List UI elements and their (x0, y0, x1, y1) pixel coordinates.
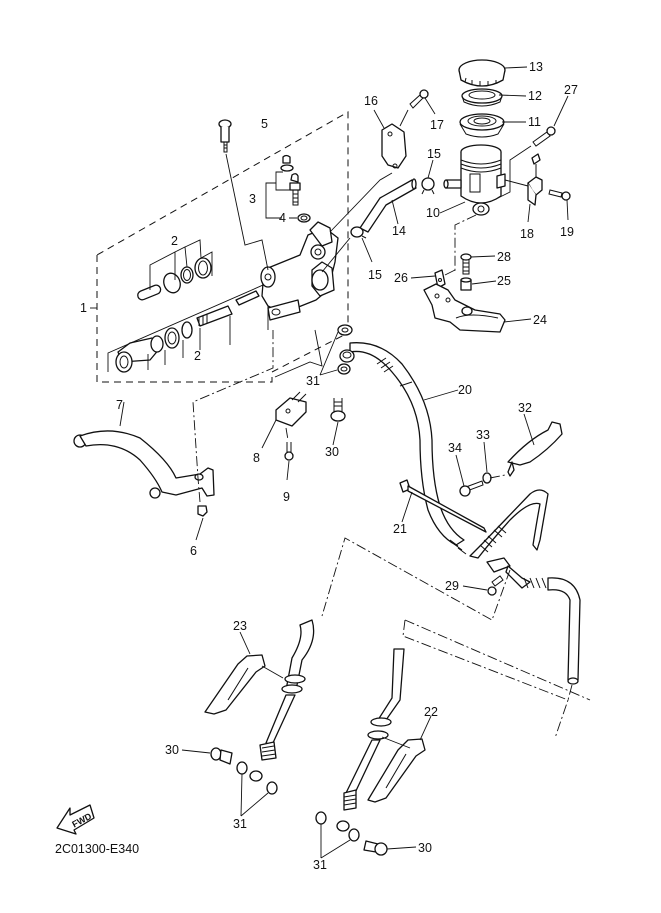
callout-33: 33 (476, 428, 490, 442)
lever (73, 401, 215, 499)
damper-plate (410, 269, 456, 289)
brake-hose-2 (469, 489, 581, 701)
reservoir (439, 144, 506, 272)
callout-32: 32 (518, 401, 532, 415)
master-cylinder-body (260, 221, 339, 321)
copper-washers-top (319, 324, 353, 376)
callout-15-lower: 15 (368, 268, 382, 282)
callout-34: 34 (448, 441, 462, 455)
brake-hose-1 (339, 342, 467, 555)
callout-3: 3 (249, 192, 256, 206)
nut (192, 330, 274, 541)
callout-19: 19 (560, 225, 574, 239)
callout-26: 26 (394, 271, 408, 285)
callout-1: 1 (80, 301, 87, 315)
assembly-boundary (96, 111, 349, 383)
holder-bolt-34 (455, 454, 506, 497)
callout-25: 25 (497, 274, 511, 288)
hose-holder (507, 413, 563, 477)
holder-bolt (399, 89, 436, 127)
callout-16: 16 (364, 94, 378, 108)
holder-washer (482, 441, 492, 484)
figure-code: 2C01300-E340 (55, 842, 139, 856)
piston-kit-upper (137, 239, 213, 301)
callout-23: 23 (233, 619, 247, 633)
callout-30-left: 30 (165, 743, 179, 757)
brake-hose-left (249, 619, 315, 782)
callout-13: 13 (529, 60, 543, 74)
switch (261, 329, 323, 449)
union-bolt-top (330, 398, 346, 446)
callout-29: 29 (445, 579, 459, 593)
copper-washers-right (315, 811, 360, 859)
routing-lines (321, 537, 591, 739)
reservoir-hose (359, 178, 417, 233)
callout-27: 27 (564, 83, 578, 97)
stay-bolt (497, 95, 569, 199)
callout-labels: 1 2 2 3 4 5 6 7 8 9 10 11 12 13 14 15 15… (80, 60, 578, 872)
callout-22: 22 (424, 705, 438, 719)
callout-18: 18 (520, 227, 534, 241)
union-bolt-left (181, 747, 233, 765)
callout-31-right: 31 (313, 858, 327, 872)
fwd-arrow-icon: FWD (56, 804, 95, 835)
reservoir-cap (458, 59, 528, 87)
callout-31-top: 31 (306, 374, 320, 388)
stay-screw (460, 253, 496, 275)
callout-2-lower: 2 (194, 349, 201, 363)
callout-2-upper: 2 (171, 234, 178, 248)
callout-28: 28 (497, 250, 511, 264)
reservoir-stay (423, 283, 532, 333)
hose-guide-right (367, 715, 432, 803)
union-bolt-right (363, 840, 417, 856)
copper-washers-left (236, 761, 278, 817)
callout-30-top: 30 (325, 445, 339, 459)
callout-10: 10 (426, 206, 440, 220)
callout-30-right: 30 (418, 841, 432, 855)
diaphragm (459, 113, 526, 138)
reservoir-bracket (504, 153, 543, 223)
bracket-bolt (548, 189, 571, 221)
bleed-screw-set (265, 154, 301, 213)
callout-5: 5 (261, 117, 268, 131)
hose-clip-lower (321, 226, 373, 273)
callout-7: 7 (116, 398, 123, 412)
callout-8: 8 (253, 451, 260, 465)
callout-14: 14 (392, 224, 406, 238)
hose-guide-left (204, 631, 284, 715)
callout-6: 6 (190, 544, 197, 558)
holder (329, 109, 407, 233)
callout-20: 20 (458, 383, 472, 397)
plate (461, 88, 527, 107)
callout-17: 17 (430, 118, 444, 132)
callout-24: 24 (533, 313, 547, 327)
screw (284, 427, 294, 481)
collar (460, 277, 497, 291)
callout-15-upper: 15 (427, 147, 441, 161)
callout-4: 4 (279, 211, 286, 225)
cable-tie (399, 479, 487, 533)
joint-bolt (462, 575, 504, 596)
hose-clip-upper (421, 159, 435, 195)
washer (265, 213, 311, 223)
callout-21: 21 (393, 522, 407, 536)
piston-kit-lower (107, 281, 271, 373)
brake-hose-right (336, 648, 405, 832)
callout-9: 9 (283, 490, 290, 504)
pivot-bolt (218, 119, 269, 271)
callout-11: 11 (528, 115, 541, 129)
callout-12: 12 (528, 89, 542, 103)
callout-31-left: 31 (233, 817, 247, 831)
